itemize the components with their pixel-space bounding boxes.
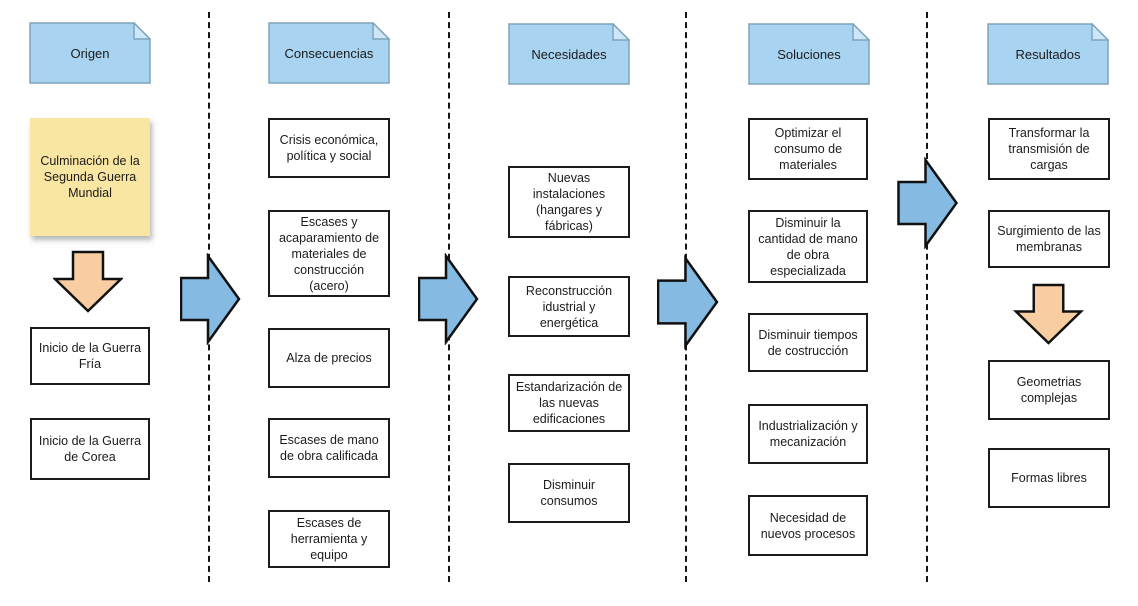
node-crisis: Crisis económica, política y social bbox=[268, 118, 390, 178]
node-disminuir-tiempos: Disminuir tiempos de costrucción bbox=[748, 313, 868, 372]
node-escases-mano-obra: Escases de mano de obra calificada bbox=[268, 418, 390, 478]
column-header-label: Resultados bbox=[1015, 46, 1081, 62]
column-header-resultados: Resultados bbox=[987, 23, 1109, 85]
note-shape bbox=[268, 22, 390, 84]
column-header-label: Consecuencias bbox=[284, 45, 374, 61]
node-formas-libres: Formas libres bbox=[988, 448, 1110, 508]
node-disminuir-mano-obra: Disminuir la cantidad de mano de obra es… bbox=[748, 210, 868, 283]
column-header-label: Necesidades bbox=[531, 46, 607, 62]
node-estandarizacion: Estandarización de las nuevas edificacio… bbox=[508, 374, 630, 432]
node-escases-herramienta: Escases de herramienta y equipo bbox=[268, 510, 390, 568]
node-alza-precios: Alza de precios bbox=[268, 328, 390, 388]
sticky-note-culminacion: Culminación de la Segunda Guerra Mundial bbox=[30, 118, 150, 236]
note-shape bbox=[29, 22, 151, 84]
right-arrow-icon bbox=[418, 253, 480, 345]
column-divider bbox=[926, 12, 928, 582]
note-shape bbox=[987, 23, 1109, 85]
right-arrow-icon bbox=[657, 254, 720, 350]
column-header-necesidades: Necesidades bbox=[508, 23, 630, 85]
node-transformar-cargas: Transformar la transmisión de cargas bbox=[988, 118, 1110, 180]
node-surgimiento-membranas: Surgimiento de las membranas bbox=[988, 210, 1110, 268]
note-shape bbox=[748, 23, 870, 85]
column-header-consecuencias: Consecuencias bbox=[268, 22, 390, 84]
right-arrow-icon bbox=[897, 157, 960, 249]
node-disminuir-consumos: Disminuir consumos bbox=[508, 463, 630, 523]
right-arrow-icon bbox=[180, 253, 242, 345]
node-industrializacion: Industrialización y mecanización bbox=[748, 404, 868, 464]
down-arrow-icon bbox=[1010, 283, 1087, 345]
node-inicio-guerra-fria: Inicio de la Guerra Fría bbox=[30, 327, 150, 385]
node-escases-materiales: Escases y acaparamiento de materiales de… bbox=[268, 210, 390, 297]
node-optimizar-consumo: Optimizar el consumo de materiales bbox=[748, 118, 868, 180]
column-header-soluciones: Soluciones bbox=[748, 23, 870, 85]
column-header-origen: Origen bbox=[29, 22, 151, 84]
node-inicio-guerra-corea: Inicio de la Guerra de Corea bbox=[30, 418, 150, 480]
node-geometrias-complejas: Geometrias complejas bbox=[988, 360, 1110, 420]
note-shape bbox=[508, 23, 630, 85]
node-nuevas-instalaciones: Nuevas instalaciones (hangares y fábrica… bbox=[508, 166, 630, 238]
down-arrow-icon bbox=[53, 250, 123, 313]
node-nuevos-procesos: Necesidad de nuevos procesos bbox=[748, 495, 868, 556]
column-header-label: Soluciones bbox=[777, 46, 841, 62]
node-reconstruccion: Reconstrucción idustrial y energética bbox=[508, 276, 630, 337]
column-header-label: Origen bbox=[70, 45, 110, 61]
